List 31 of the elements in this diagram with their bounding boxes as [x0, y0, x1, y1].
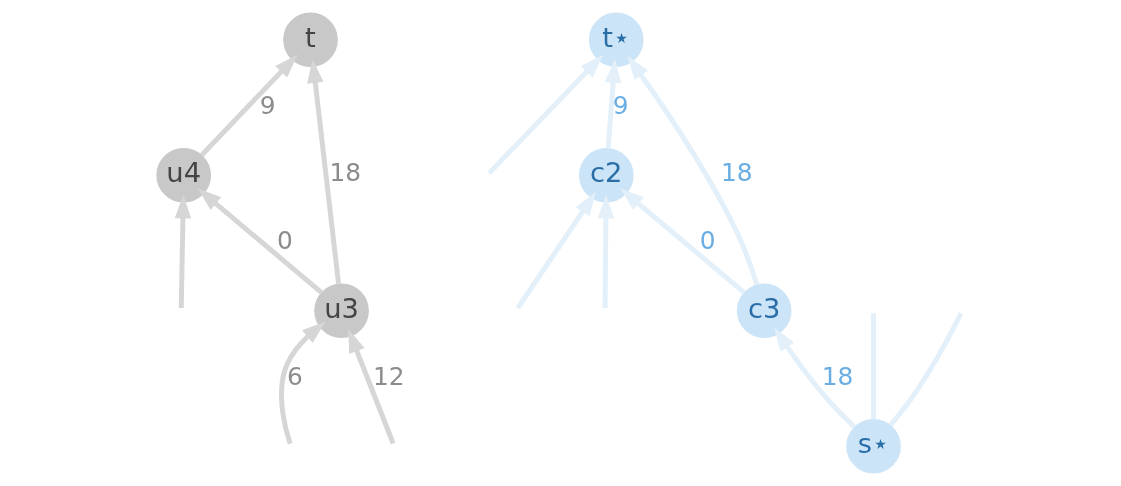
- node-circle: u3: [314, 283, 369, 339]
- arrow: [604, 59, 622, 149]
- arrow: [307, 59, 342, 285]
- arrow: [197, 188, 324, 295]
- edge-label: 6: [287, 361, 303, 391]
- node-circle: c2: [578, 147, 634, 203]
- node-circle: c3: [736, 283, 792, 339]
- arrow: [620, 188, 746, 295]
- arrow: [774, 327, 857, 429]
- arrow: [174, 194, 192, 309]
- arrow: [279, 321, 326, 445]
- arrow: [627, 56, 760, 286]
- arrow: [515, 192, 596, 310]
- arrow: [487, 54, 604, 175]
- edge-label: 12: [372, 361, 405, 391]
- node-circle: u4: [156, 147, 212, 203]
- connector: [888, 312, 964, 427]
- edge-label: 18: [329, 158, 362, 188]
- edge-label: 0: [277, 226, 293, 256]
- node-circle: t⋆: [588, 12, 644, 68]
- edge-label: 18: [721, 158, 753, 188]
- connector: [871, 313, 877, 420]
- edge-label: 9: [612, 90, 629, 120]
- edge-label: 18: [821, 361, 854, 391]
- edge-label: 9: [259, 90, 276, 120]
- edge-label: 0: [699, 226, 716, 256]
- arrow: [597, 194, 615, 309]
- arrow: [348, 329, 396, 445]
- node-circle: s⋆: [846, 418, 901, 474]
- node-circle: t: [283, 12, 338, 68]
- arrow: [200, 54, 298, 157]
